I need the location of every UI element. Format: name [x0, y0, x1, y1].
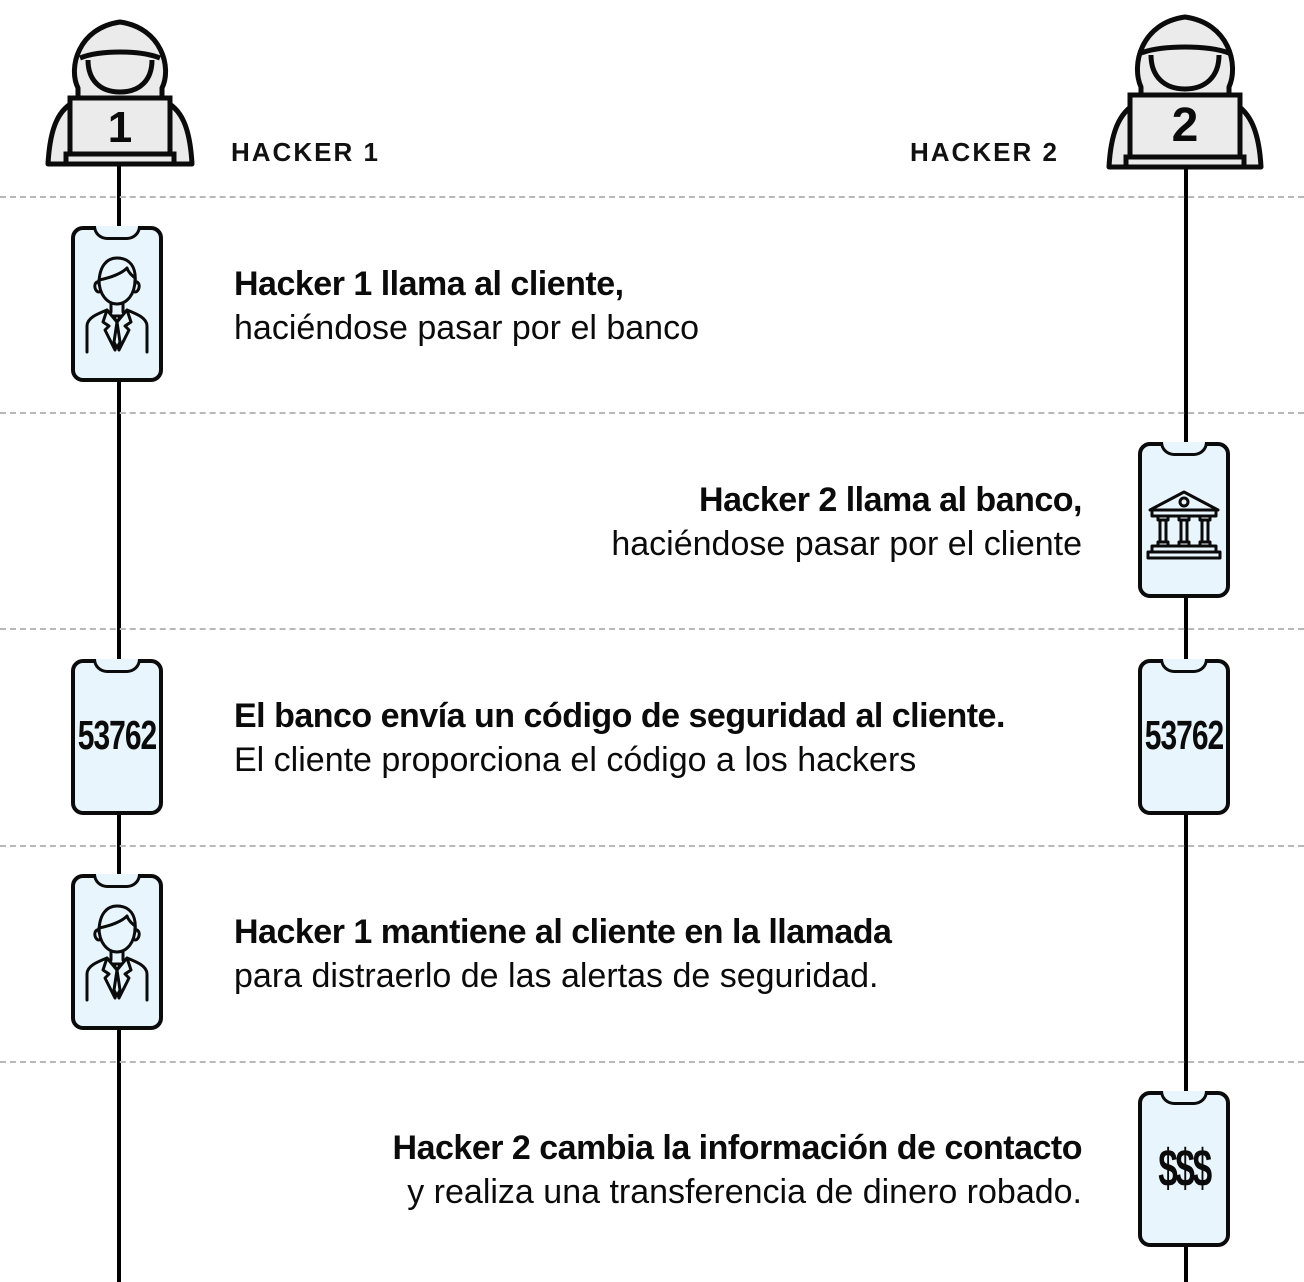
hooded-hacker-icon: 2 [1106, 14, 1264, 170]
hacker2-number: 2 [1172, 99, 1199, 152]
bank-building-icon [1146, 490, 1222, 560]
step-5-description: y realiza una transferencia de dinero ro… [407, 1173, 1082, 1211]
step-3-description: El cliente proporciona el código a los h… [234, 741, 917, 779]
phone-notch [1160, 1091, 1208, 1105]
step-4-description: para distraerlo de las alertas de seguri… [234, 957, 879, 995]
hacker1-label: HACKER 1 [231, 137, 380, 167]
phone-money: $$$ [1138, 1091, 1230, 1247]
step-2-text: Hacker 2 llama al banco, haciéndose pasa… [611, 478, 1082, 566]
step-5-text: Hacker 2 cambia la información de contac… [392, 1126, 1083, 1214]
step-2-title: Hacker 2 llama al banco, [699, 481, 1082, 519]
step-3-text: El banco envía un código de seguridad al… [234, 694, 1005, 782]
step-2-description: haciéndose pasar por el cliente [611, 525, 1082, 563]
hacker2-avatar: 2 [1105, 5, 1265, 170]
money-symbols: $$$ [1158, 1139, 1212, 1198]
phone-security-code: 53762 [1138, 659, 1230, 815]
hacker1-avatar: 1 [40, 8, 200, 168]
step-divider [0, 196, 1304, 198]
step-divider [0, 845, 1304, 847]
step-divider [0, 1061, 1304, 1063]
step-divider [0, 412, 1304, 414]
phone-businessman [71, 226, 163, 382]
step-5-title: Hacker 2 cambia la información de contac… [392, 1129, 1083, 1167]
step-1-description: haciéndose pasar por el banco [234, 309, 699, 347]
step-4-text: Hacker 1 mantiene al cliente en la llama… [234, 910, 892, 998]
hacker1-number: 1 [108, 103, 132, 152]
security-code: 53762 [1144, 714, 1224, 759]
step-4-title: Hacker 1 mantiene al cliente en la llama… [234, 913, 892, 951]
businessman-icon [85, 256, 149, 354]
step-1-text: Hacker 1 llama al cliente, haciéndose pa… [234, 262, 699, 350]
hooded-hacker-icon: 1 [45, 19, 195, 167]
businessman-icon [85, 904, 149, 1002]
step-divider [0, 628, 1304, 630]
step-3-title: El banco envía un código de seguridad al… [234, 697, 1005, 735]
security-code: 53762 [77, 714, 157, 759]
step-1-title: Hacker 1 llama al cliente, [234, 265, 624, 303]
phone-bank [1138, 442, 1230, 598]
phone-notch [93, 659, 141, 673]
phone-businessman [71, 874, 163, 1030]
hacker2-label: HACKER 2 [910, 137, 1059, 167]
phone-security-code: 53762 [71, 659, 163, 815]
phone-notch [1160, 659, 1208, 673]
